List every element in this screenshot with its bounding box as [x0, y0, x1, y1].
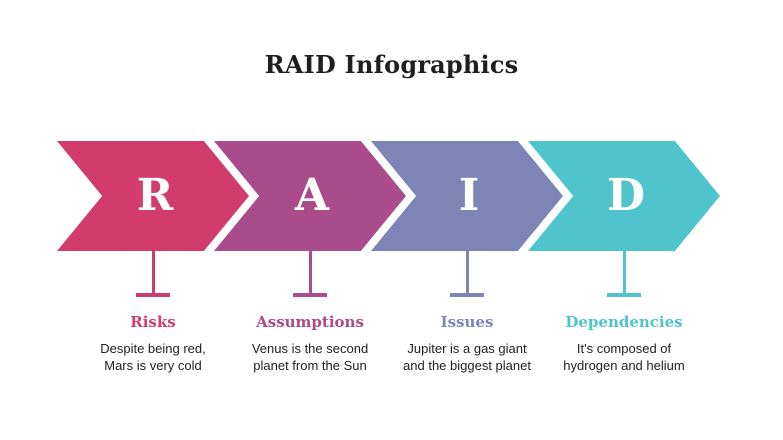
stand-base — [136, 293, 170, 297]
desc-line-1: It's composed of — [576, 341, 672, 356]
item-label-issues: Issues — [440, 313, 494, 331]
stand-dependencies — [607, 251, 641, 297]
chevron-letter-a: A — [294, 170, 330, 221]
chevron-letter-i: I — [458, 170, 480, 221]
stand-issues — [450, 251, 484, 297]
chevron-dependencies: D — [528, 141, 720, 251]
desc-line-2: and the biggest planet — [403, 358, 531, 373]
item-text-assumptions: Assumptions Venus is the second planet f… — [215, 313, 405, 374]
item-text-dependencies: Dependencies It's composed of hydrogen a… — [529, 313, 719, 374]
desc-line-2: Mars is very cold — [104, 358, 202, 373]
item-label-dependencies: Dependencies — [565, 313, 683, 331]
item-description-issues: Jupiter is a gas giant and the biggest p… — [372, 340, 562, 374]
desc-line-1: Despite being red, — [100, 341, 206, 356]
desc-line-2: planet from the Sun — [253, 358, 367, 373]
desc-line-1: Jupiter is a gas giant — [407, 341, 527, 356]
desc-line-2: hydrogen and helium — [563, 358, 685, 373]
stand-line — [465, 251, 469, 293]
stand-base — [450, 293, 484, 297]
item-description-risks: Despite being red, Mars is very cold — [58, 340, 248, 374]
item-text-risks: Risks Despite being red, Mars is very co… — [58, 313, 248, 374]
stand-line — [151, 251, 155, 293]
item-text-issues: Issues Jupiter is a gas giant and the bi… — [372, 313, 562, 374]
chevron-letter-r: R — [136, 170, 174, 221]
stand-assumptions — [293, 251, 327, 297]
stand-line — [308, 251, 312, 293]
stand-base — [293, 293, 327, 297]
item-label-risks: Risks — [130, 313, 176, 331]
item-description-dependencies: It's composed of hydrogen and helium — [529, 340, 719, 374]
item-label-assumptions: Assumptions — [256, 313, 364, 331]
page-title: RAID Infographics — [264, 50, 519, 79]
stand-line — [622, 251, 626, 293]
stand-base — [607, 293, 641, 297]
desc-line-1: Venus is the second — [251, 341, 369, 356]
stand-risks — [136, 251, 170, 297]
chevron-letter-d: D — [606, 170, 646, 221]
item-description-assumptions: Venus is the second planet from the Sun — [215, 340, 405, 374]
chevron-risks: R — [57, 141, 249, 251]
